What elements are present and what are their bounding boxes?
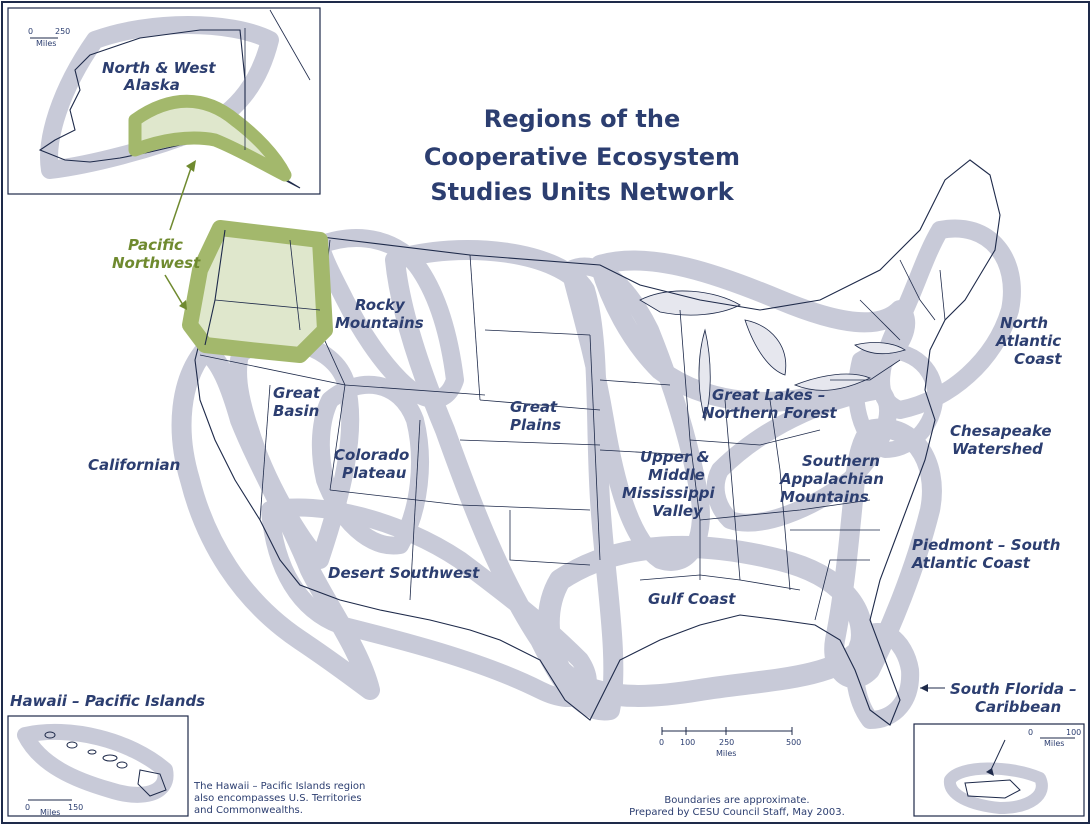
band-gulf-coast xyxy=(537,535,873,707)
hawaii-scale-zero: 0 xyxy=(25,803,30,812)
main-scale-unit: Miles xyxy=(716,749,736,758)
label-upper-mississippi-1: Upper & xyxy=(640,448,710,466)
south-florida-arrow xyxy=(920,684,945,692)
label-chesapeake-1: Chesapeake xyxy=(950,422,1052,440)
hawaii-scale-unit: Miles xyxy=(40,808,60,817)
main-scale: 0 100 250 500 Miles xyxy=(659,727,801,758)
label-south-florida-2: Caribbean xyxy=(975,698,1061,716)
label-hawaii: Hawaii – Pacific Islands xyxy=(10,692,205,710)
alaska-scale-unit: Miles xyxy=(36,39,56,48)
puerto-rico xyxy=(964,779,1021,799)
label-north-west-alaska-2: Alaska xyxy=(123,76,180,94)
label-upper-mississippi-3: Mississippi xyxy=(622,484,716,502)
hawaii-inset: 0 150 Miles xyxy=(7,715,189,817)
label-rocky-mountains-2: Mountains xyxy=(335,314,424,332)
main-scale-0: 0 xyxy=(659,738,664,747)
hawaii-note-1: The Hawaii – Pacific Islands region xyxy=(193,781,365,792)
hawaii-scale-max: 150 xyxy=(68,803,83,812)
label-gulf-coast: Gulf Coast xyxy=(648,590,736,608)
label-rocky-mountains-1: Rocky xyxy=(355,296,406,314)
pnw-state-lines xyxy=(204,229,321,346)
label-southern-appalachian-2: Appalachian xyxy=(779,470,884,488)
band-north-atlantic xyxy=(872,219,1021,419)
label-desert-southwest: Desert Southwest xyxy=(328,564,480,582)
label-great-lakes-2: Northern Forest xyxy=(702,404,837,422)
label-californian: Californian xyxy=(88,456,180,474)
us-outline xyxy=(194,159,1001,726)
map-title-line-3: Studies Units Network xyxy=(430,178,734,206)
main-scale-100: 100 xyxy=(680,738,695,747)
label-great-plains-2: Plains xyxy=(510,416,561,434)
region-bands xyxy=(171,219,1021,729)
alaska-scale-zero: 0 xyxy=(28,27,33,36)
band-great-basin xyxy=(229,332,360,569)
label-upper-mississippi-2: Middle xyxy=(648,466,705,484)
label-great-basin-2: Basin xyxy=(273,402,319,420)
pnw-arrows xyxy=(164,160,196,310)
label-north-atlantic-3: Coast xyxy=(1014,350,1062,368)
map-title-line-1: Regions of the xyxy=(484,105,681,133)
label-north-atlantic-1: North xyxy=(1000,314,1048,332)
label-colorado-plateau-2: Plateau xyxy=(342,464,407,482)
caribbean-inset: 0 100 Miles xyxy=(913,723,1085,817)
hawaii-islands xyxy=(44,731,167,797)
label-north-west-alaska-1: North & West xyxy=(102,59,216,77)
band-colorado-plateau xyxy=(311,375,429,555)
state-lines xyxy=(199,239,946,621)
main-scale-250: 250 xyxy=(719,738,734,747)
footer-note-1: Boundaries are approximate. xyxy=(664,795,809,806)
label-pacific-northwest-2: Northwest xyxy=(112,254,201,272)
label-southern-appalachian-3: Mountains xyxy=(780,488,869,506)
footer-note-2: Prepared by CESU Council Staff, May 2003… xyxy=(629,807,845,818)
label-great-lakes-1: Great Lakes – xyxy=(712,386,825,404)
band-chesapeake xyxy=(848,343,944,458)
band-caribbean xyxy=(943,762,1048,814)
label-colorado-plateau-1: Colorado xyxy=(334,446,409,464)
caribbean-scale-max: 100 xyxy=(1066,728,1081,737)
label-south-florida-1: South Florida – xyxy=(950,680,1077,698)
label-piedmont-1: Piedmont – South xyxy=(912,536,1060,554)
label-pacific-northwest-1: Pacific xyxy=(128,236,183,254)
caribbean-scale-zero: 0 xyxy=(1028,728,1033,737)
hawaii-note-2: also encompasses U.S. Territories xyxy=(194,793,362,804)
label-chesapeake-2: Watershed xyxy=(952,440,1043,458)
band-pacific-northwest xyxy=(182,220,333,363)
alaska-scale-max: 250 xyxy=(55,27,70,36)
band-south-florida xyxy=(845,623,920,729)
map-title-line-2: Cooperative Ecosystem xyxy=(424,143,740,171)
great-lakes-water xyxy=(639,290,906,422)
label-upper-mississippi-4: Valley xyxy=(652,502,704,520)
caribbean-scale-unit: Miles xyxy=(1044,739,1064,748)
main-scale-500: 500 xyxy=(786,738,801,747)
band-hawaii xyxy=(17,723,174,803)
alaska-pacific-northwest xyxy=(128,94,292,182)
label-north-atlantic-2: Atlantic xyxy=(995,332,1061,350)
label-great-basin-1: Great xyxy=(273,384,321,402)
label-great-plains-1: Great xyxy=(510,398,558,416)
label-piedmont-2: Atlantic Coast xyxy=(911,554,1031,572)
label-southern-appalachian-1: Southern xyxy=(802,452,880,470)
alaska-inset: 0 250 Miles North & West Alaska xyxy=(7,7,321,195)
hawaii-note-3: and Commonwealths. xyxy=(194,805,303,816)
